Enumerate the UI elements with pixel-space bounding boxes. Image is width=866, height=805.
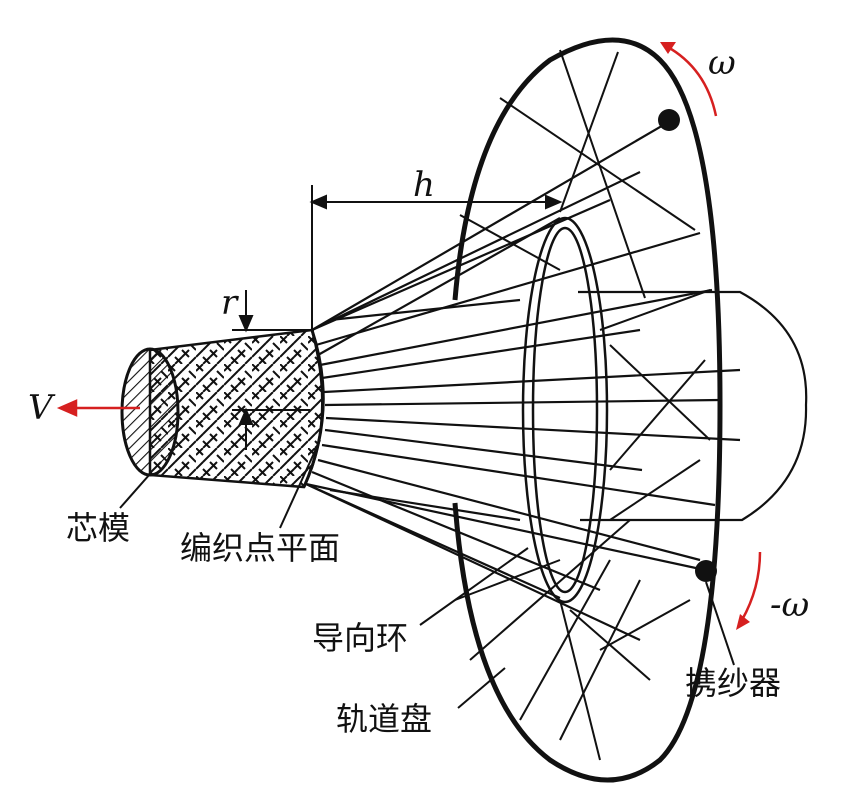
mandrel-end-face	[120, 347, 180, 477]
r-label: r	[221, 283, 238, 323]
carrier-dot-top	[658, 109, 680, 131]
omega-arrow	[660, 42, 718, 117]
rear-housing	[578, 290, 808, 522]
mandrel-braid	[148, 328, 325, 489]
track-plate	[452, 37, 723, 783]
yarn-lines	[305, 119, 741, 641]
track-plate-label: 轨道盘	[336, 700, 433, 738]
guide-ring	[521, 216, 609, 604]
dimension-r	[232, 290, 314, 450]
track-plate-spokes	[454, 49, 711, 761]
velocity-arrow	[56, 399, 140, 417]
dimension-h	[309, 185, 563, 330]
neg-omega-arrow	[736, 551, 762, 630]
mandrel-label: 芯模	[66, 509, 131, 547]
carrier-dot-bottom	[695, 560, 717, 582]
neg-omega-label: -ω	[770, 585, 810, 625]
v-label: V	[28, 388, 53, 428]
braiding-plane-label: 编织点平面	[180, 529, 341, 567]
guide-ring-label: 导向环	[312, 619, 409, 657]
omega-label: ω	[708, 43, 736, 83]
h-label: h	[413, 165, 435, 205]
carrier-label: 携纱器	[685, 664, 782, 702]
leader-lines	[119, 439, 735, 709]
